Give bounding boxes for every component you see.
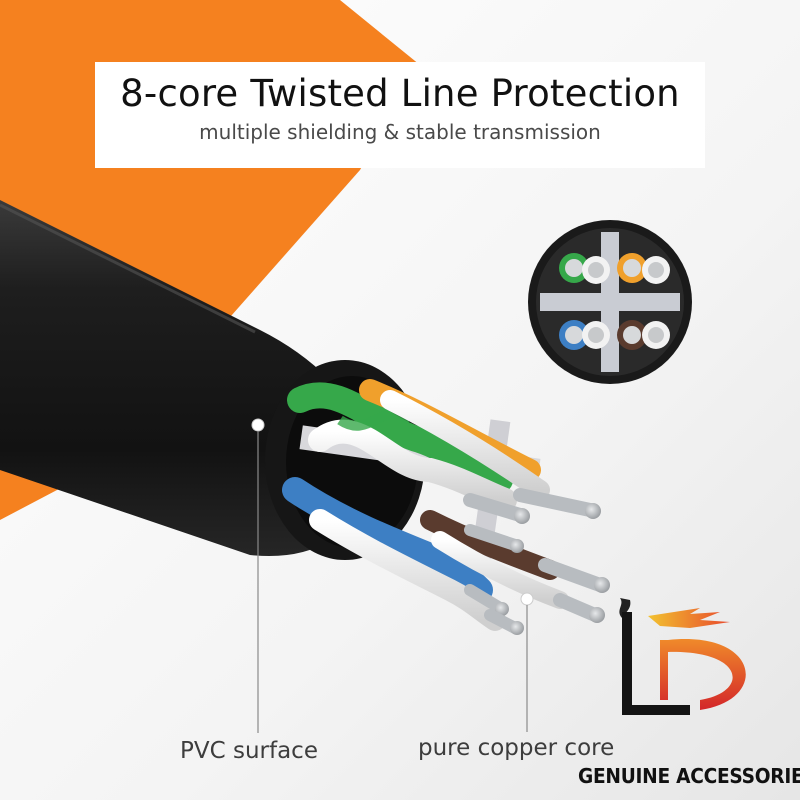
- callout-pvc-pointer: [251, 418, 265, 733]
- cable-cross-section: [528, 220, 692, 384]
- headline-box: 8-core Twisted Line Protection multiple …: [95, 62, 705, 168]
- wire-pair-blue: [282, 477, 506, 631]
- headline-title: 8-core Twisted Line Protection: [120, 72, 680, 115]
- copper-strand-tips: [463, 488, 610, 635]
- cable: [0, 200, 610, 635]
- lp-logo: [619, 598, 746, 715]
- cable-jacket: [0, 200, 330, 556]
- wire-pair-brown: [420, 510, 569, 609]
- cross-section-pair-blue: [559, 320, 610, 350]
- cross-section-pair-orange: [617, 253, 670, 284]
- cross-section-pair-green: [559, 253, 610, 284]
- logo-letter-p: [660, 639, 746, 710]
- callout-copper-pointer: [520, 592, 534, 732]
- callout-pvc-label: PVC surface: [180, 738, 318, 764]
- wire-pair-orange: [359, 379, 550, 500]
- logo-flame-streaks: [648, 608, 730, 628]
- callout-copper-label: pure copper core: [418, 735, 615, 761]
- headline-subtitle: multiple shielding & stable transmission: [199, 120, 601, 144]
- logo-letter-l: [622, 612, 690, 715]
- cross-section-pair-brown: [617, 320, 670, 350]
- brand-text: GENUINE ACCESSORIES: [578, 764, 800, 788]
